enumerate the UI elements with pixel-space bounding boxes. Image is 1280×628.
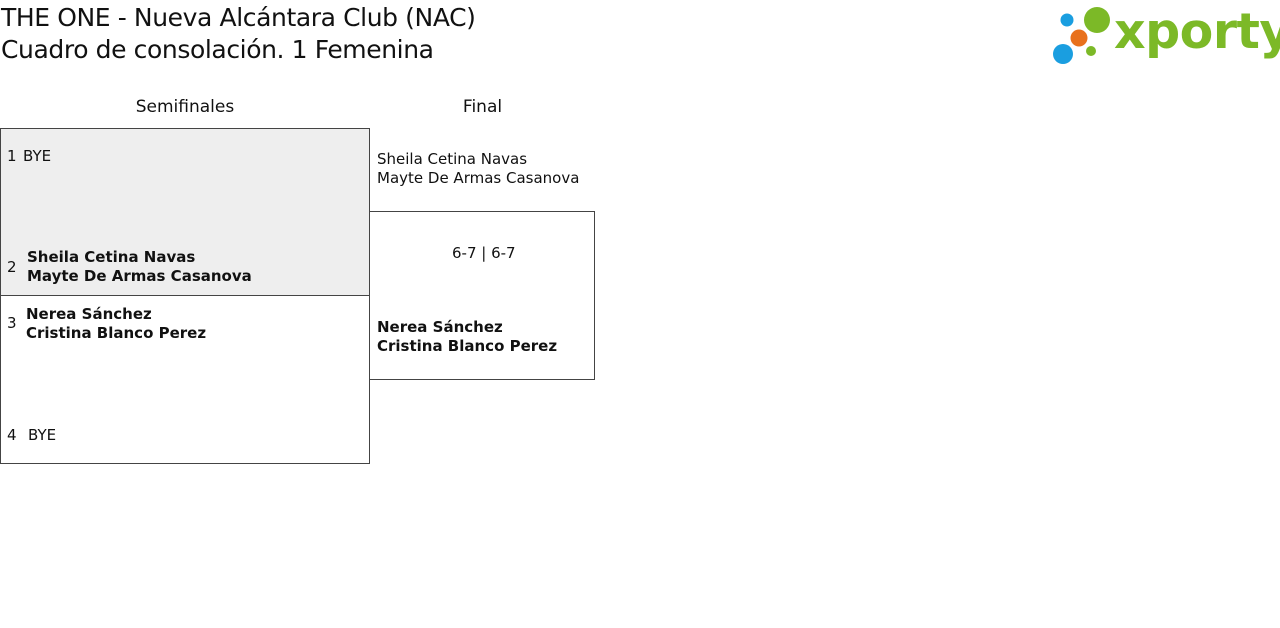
player-name: Sheila Cetina Navas	[377, 150, 528, 168]
xporty-logo-dots-icon	[1053, 7, 1110, 64]
player-name: Mayte De Armas Casanova	[377, 169, 580, 187]
entry-team: Nerea Sánchez Cristina Blanco Perez	[26, 305, 206, 343]
seed-number: 4	[7, 426, 17, 444]
player-name: Cristina Blanco Perez	[377, 337, 558, 355]
entry-bye: BYE	[23, 147, 51, 166]
final-bottom-entry: Nerea Sánchez Cristina Blanco Perez	[377, 318, 557, 356]
seed-number: 1	[7, 147, 17, 165]
xporty-logo-text: xporty	[1114, 3, 1280, 60]
player-name: Sheila Cetina Navas	[27, 248, 196, 266]
semifinal-match-1	[0, 128, 370, 296]
final-score: 6-7 | 6-7	[452, 244, 516, 262]
player-name: BYE	[23, 147, 52, 165]
tournament-title: THE ONE - Nueva Alcántara Club (NAC)	[1, 3, 476, 32]
player-name: BYE	[28, 426, 57, 444]
final-top-entry: Sheila Cetina Navas Mayte De Armas Casan…	[377, 150, 579, 188]
entry-bye: BYE	[28, 426, 56, 445]
entry-team: Sheila Cetina Navas Mayte De Armas Casan…	[27, 248, 252, 286]
page-title: THE ONE - Nueva Alcántara Club (NAC) Cua…	[1, 2, 476, 66]
draw-title: Cuadro de consolación. 1 Femenina	[1, 35, 434, 64]
player-name: Nerea Sánchez	[377, 318, 503, 336]
seed-number: 2	[7, 258, 17, 276]
seed-number: 3	[7, 314, 17, 332]
player-name: Mayte De Armas Casanova	[27, 267, 252, 285]
round-header-final: Final	[462, 97, 503, 117]
semifinal-match-2	[0, 295, 370, 464]
xporty-logo: xporty	[1052, 3, 1280, 68]
final-match	[369, 211, 595, 380]
player-name: Nerea Sánchez	[26, 305, 152, 323]
round-header-semifinals: Semifinales	[135, 97, 235, 117]
player-name: Cristina Blanco Perez	[26, 324, 207, 342]
